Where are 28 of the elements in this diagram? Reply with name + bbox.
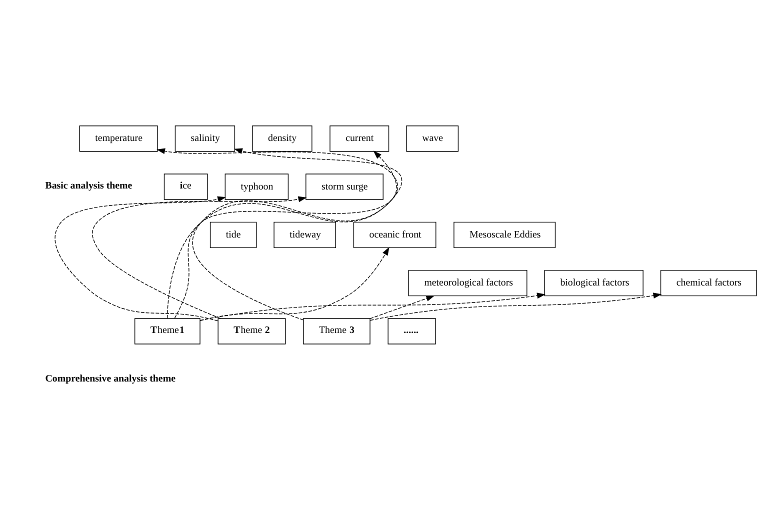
node-box: Mesoscale Eddies <box>454 221 556 248</box>
arrow <box>192 150 397 320</box>
node-box: temperature <box>79 124 158 152</box>
node-box: ice <box>164 173 208 200</box>
node-box: ...... <box>388 318 436 344</box>
node-box: tide <box>210 221 257 248</box>
node-box: biological factors <box>544 269 644 296</box>
node-box: salinity <box>174 124 236 152</box>
arrow <box>92 196 307 318</box>
label: Comprehensive analysis theme <box>45 372 176 384</box>
node-box: typhoon <box>224 173 289 200</box>
node-box: wave <box>406 124 459 152</box>
node-box: Theme 2 <box>218 318 286 344</box>
node-box: oceanic front <box>353 221 436 248</box>
node-box: Theme 3 <box>303 318 370 344</box>
node-box: current <box>330 124 390 152</box>
arrow <box>200 246 390 321</box>
arrow <box>200 292 546 320</box>
node-box: tideway <box>274 221 336 248</box>
arrow <box>54 196 226 321</box>
label: Basic analysis theme <box>45 180 132 192</box>
node-box: storm surge <box>306 173 384 200</box>
node-box: meteorological factors <box>408 269 528 296</box>
node-box: Theme1 <box>134 318 200 344</box>
node-box: density <box>252 124 312 152</box>
arrow <box>370 295 435 318</box>
node-box: chemical factors <box>660 269 757 296</box>
arrow <box>370 292 662 320</box>
